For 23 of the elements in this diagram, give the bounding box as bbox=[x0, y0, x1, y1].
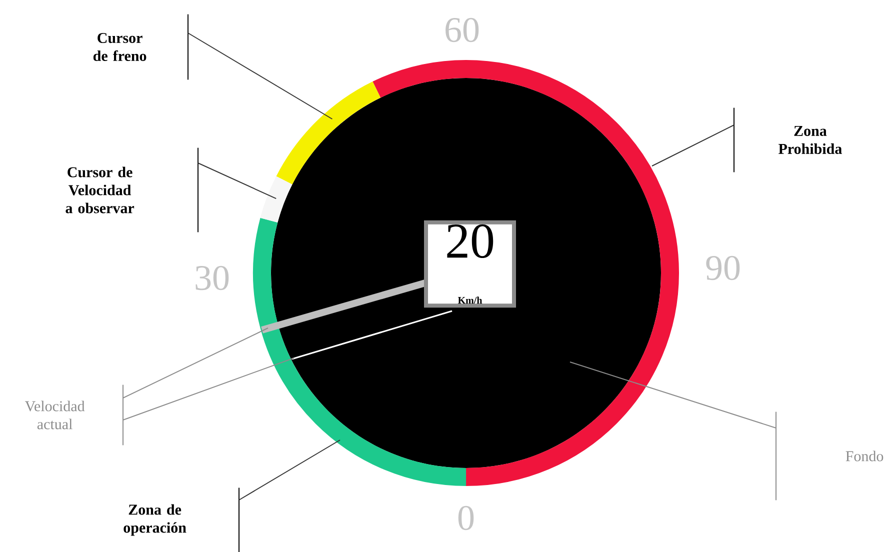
scale-number: 0 bbox=[458, 506, 474, 530]
speed-display-box: 20 Km/h bbox=[424, 220, 516, 308]
callout-label: Zona Prohibida bbox=[734, 107, 842, 173]
callout-label: Zona de operación bbox=[124, 487, 240, 552]
speed-cursor-arc bbox=[260, 176, 292, 223]
dial-background bbox=[271, 78, 661, 468]
indicator-line bbox=[292, 310, 452, 360]
scale-number: 90 bbox=[706, 256, 740, 280]
brake-cursor-arc bbox=[276, 82, 381, 185]
callout-label: Velocidad actual bbox=[25, 384, 124, 446]
leader-line bbox=[122, 358, 294, 420]
callout-label: Cursor de freno bbox=[93, 14, 188, 80]
scale-number: 60 bbox=[446, 18, 479, 42]
callout-label: Cursor de Velocidad a observar bbox=[66, 147, 198, 233]
leader-line bbox=[652, 124, 734, 166]
leader-line bbox=[198, 162, 277, 200]
callout-label: Fondo bbox=[776, 411, 884, 501]
scale-number: 30 bbox=[196, 266, 229, 290]
leader-line bbox=[238, 440, 340, 500]
leader-line bbox=[188, 32, 333, 120]
needle bbox=[261, 280, 426, 334]
leader-line bbox=[570, 362, 776, 428]
leader-line bbox=[122, 328, 268, 398]
